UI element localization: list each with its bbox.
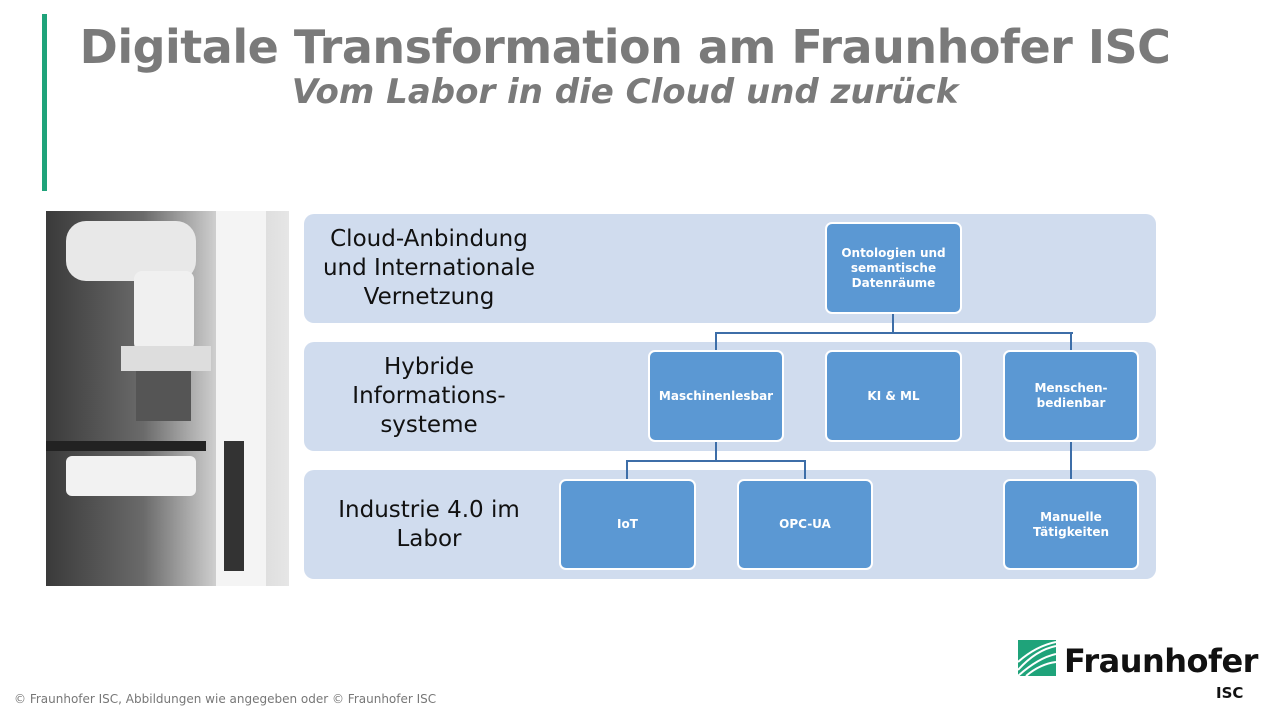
node-maschinenlesbar: Maschinenlesbar <box>648 350 784 442</box>
connector <box>715 332 717 352</box>
band-label: Cloud-Anbindung und Internationale Verne… <box>322 226 535 310</box>
connector <box>715 441 717 461</box>
accent-bar <box>42 14 47 191</box>
connector <box>1070 441 1072 481</box>
connector <box>715 332 1073 334</box>
connector <box>626 460 806 462</box>
band-label: Hybride Informations- systeme <box>352 354 506 438</box>
logo-text: Fraunhofer <box>1064 642 1258 680</box>
node-opcua: OPC-UA <box>737 479 873 570</box>
band-label: Industrie 4.0 im Labor <box>338 496 520 552</box>
node-manuelle-taetigkeiten: Manuelle Tätigkeiten <box>1003 479 1139 570</box>
copyright-footer: © Fraunhofer ISC, Abbildungen wie angege… <box>14 692 437 706</box>
node-ontologien: Ontologien und semantische Datenräume <box>825 222 962 314</box>
connector <box>892 313 894 333</box>
slide-subtitle: Vom Labor in die Cloud und zurück <box>291 72 959 112</box>
connector <box>626 460 628 481</box>
fraunhofer-logo-icon <box>1018 640 1056 676</box>
robot-lab-photo <box>46 211 289 586</box>
node-ki-ml: KI & ML <box>825 350 962 442</box>
band-cloud: Cloud-Anbindung und Internationale Verne… <box>304 214 1156 323</box>
connector <box>804 460 806 481</box>
slide-title: Digitale Transformation am Fraunhofer IS… <box>79 20 1171 74</box>
node-menschenbedienbar: Menschen- bedienbar <box>1003 350 1139 442</box>
connector <box>1070 332 1072 352</box>
node-iot: IoT <box>559 479 696 570</box>
logo-sub: ISC <box>1216 684 1244 702</box>
